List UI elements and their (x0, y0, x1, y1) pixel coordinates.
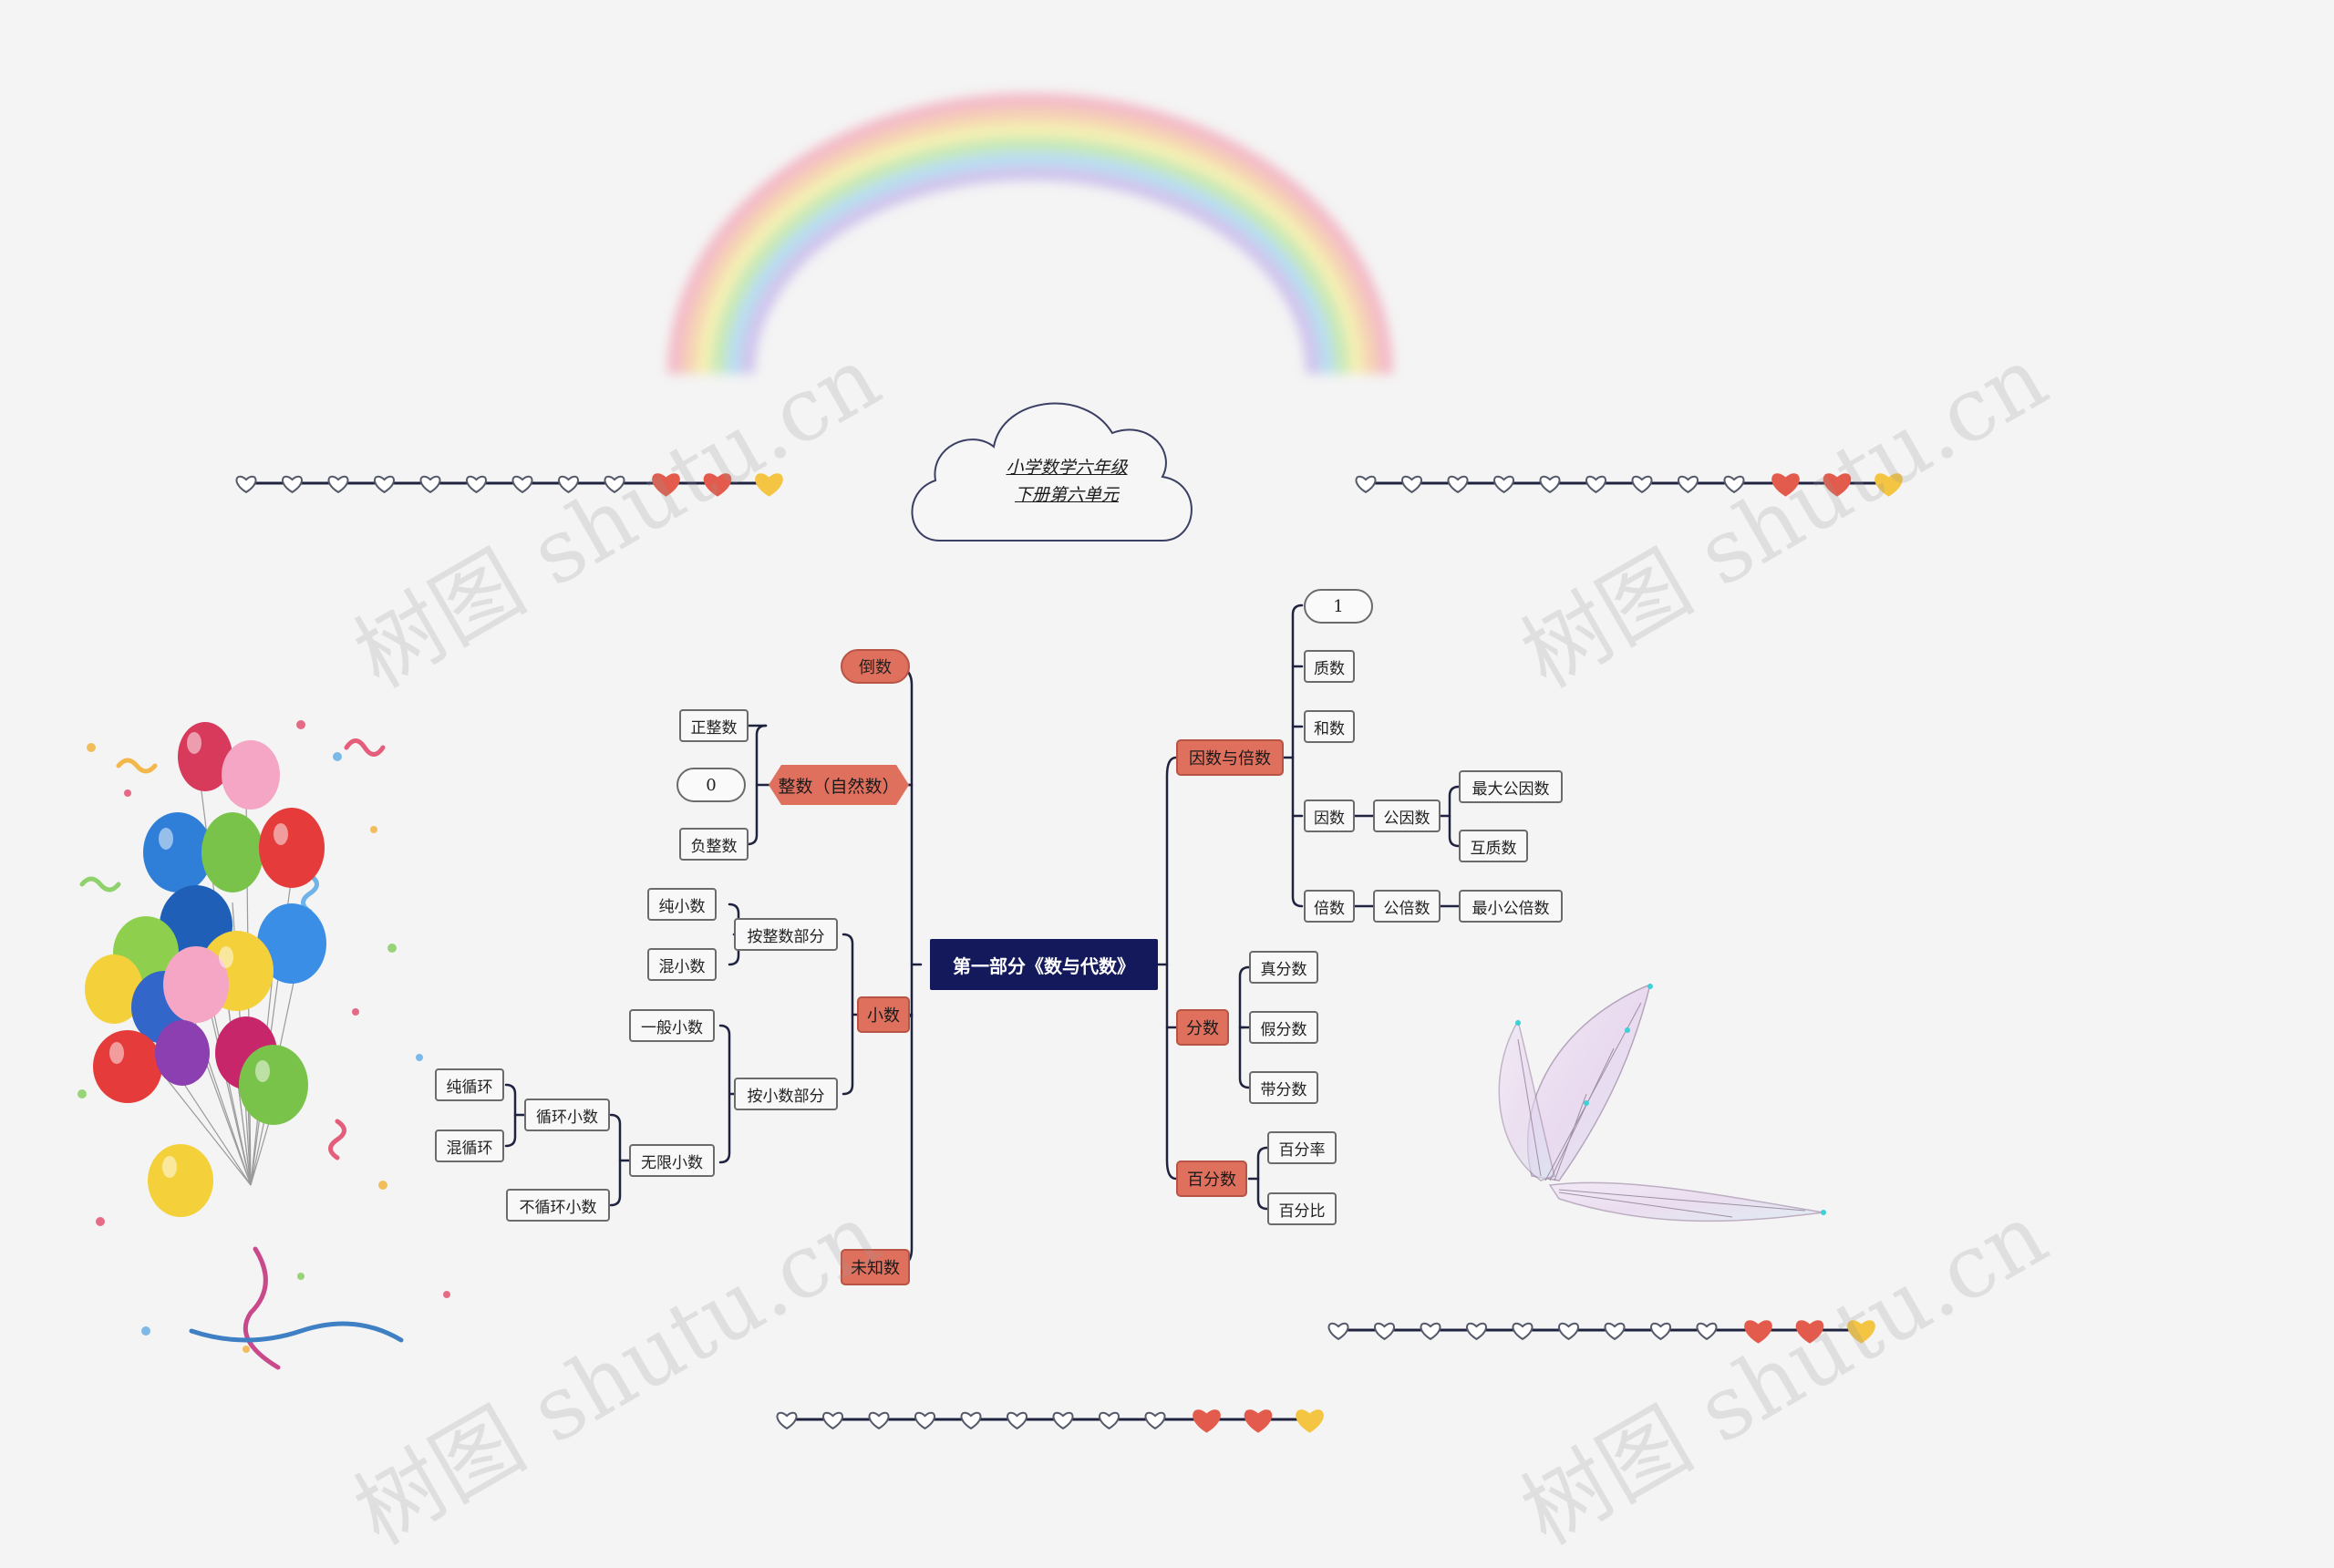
heart-icon (511, 475, 533, 494)
heart-icon (1420, 1322, 1441, 1341)
topic-yiban-xiaoshu[interactable]: 一般小数 (629, 1009, 715, 1042)
heart-icon (558, 475, 579, 494)
topic-zhengshu[interactable]: 整数（自然数） (769, 765, 909, 805)
heart-chain-icon (235, 473, 783, 497)
heart-icon (1447, 475, 1469, 494)
topic-zuida-gongyinshu[interactable]: 最大公因数 (1459, 770, 1563, 803)
central-topic[interactable]: 第一部分《数与代数》 (930, 939, 1158, 990)
heart-icon (235, 475, 257, 494)
heart-icon (1771, 473, 1800, 497)
heart-icon (914, 1411, 935, 1430)
topic-chun-xiaoshu[interactable]: 纯小数 (647, 888, 717, 921)
connector-lines (504, 603, 1461, 1269)
heart-icon (703, 473, 732, 497)
heart-icon (1374, 1322, 1395, 1341)
topic-gong-beishu[interactable]: 公倍数 (1373, 890, 1441, 923)
heart-icon (1604, 1322, 1626, 1341)
heart-icon (1678, 475, 1699, 494)
heart-icon (1244, 1409, 1273, 1433)
topic-xunhuan-xiaoshu[interactable]: 循环小数 (524, 1099, 610, 1131)
topic-zhen-fenshu[interactable]: 真分数 (1249, 951, 1318, 984)
topic-hun-xunhuan[interactable]: 混循环 (435, 1130, 504, 1162)
topic-zuixiao-gongbeishu[interactable]: 最小公倍数 (1459, 890, 1563, 923)
topic-baifenshu[interactable]: 百分数 (1176, 1161, 1247, 1197)
heart-icon (776, 1411, 798, 1430)
heart-icon (1847, 1320, 1875, 1344)
topic-zhengzhengshu[interactable]: 正整数 (679, 709, 749, 742)
heart-icon (1512, 1322, 1534, 1341)
topic-wuxian-xiaoshu[interactable]: 无限小数 (629, 1144, 715, 1177)
topic-baifenlv[interactable]: 百分率 (1267, 1131, 1337, 1164)
heart-icon (1723, 475, 1745, 494)
topic-bu-xunhuan-xiaoshu[interactable]: 不循环小数 (506, 1189, 610, 1222)
heart-icon (466, 475, 487, 494)
balloons-icon (77, 720, 450, 1370)
topic-gong-yinshu[interactable]: 公因数 (1373, 799, 1441, 832)
map-title: 小学数学六年级 下册第六单元 (948, 454, 1185, 509)
topic-fuzhengshu[interactable]: 负整数 (679, 828, 749, 861)
topic-dai-fenshu[interactable]: 带分数 (1249, 1071, 1318, 1104)
topic-an-xiaoshu-bufen[interactable]: 按小数部分 (734, 1078, 838, 1110)
heart-icon (1493, 475, 1514, 494)
topic-yinshu[interactable]: 因数 (1304, 799, 1355, 832)
topic-huzhishu[interactable]: 互质数 (1459, 830, 1528, 862)
heart-icon (1355, 475, 1377, 494)
topic-beishu[interactable]: 倍数 (1304, 890, 1355, 923)
heart-icon (755, 473, 783, 497)
heart-chain-icon (776, 1409, 1324, 1433)
heart-icon (822, 1411, 843, 1430)
topic-an-zhengshu-bufen[interactable]: 按整数部分 (734, 918, 838, 951)
heart-icon (1007, 1411, 1028, 1430)
heart-icon (1052, 1411, 1074, 1430)
heart-icon (282, 475, 303, 494)
heart-icon (604, 475, 625, 494)
mind-map-canvas: 小学数学六年级 下册第六单元 (77, 93, 2063, 1564)
heart-icon (1193, 1409, 1221, 1433)
title-line-1: 小学数学六年级 (1006, 458, 1128, 478)
heart-icon (868, 1411, 890, 1430)
cloud-icon (911, 402, 1193, 542)
heart-icon (1144, 1411, 1166, 1430)
heart-icon (1795, 1320, 1824, 1344)
topic-weizhishu[interactable]: 未知数 (841, 1249, 910, 1285)
topic-baifenbi[interactable]: 百分比 (1267, 1192, 1337, 1225)
heart-chain-icon (1327, 1320, 1875, 1344)
topic-one[interactable]: 1 (1304, 589, 1373, 624)
heart-icon (374, 475, 395, 494)
heart-icon (1099, 1411, 1120, 1430)
heart-icon (327, 475, 349, 494)
heart-icon (1539, 475, 1561, 494)
heart-icon (960, 1411, 982, 1430)
topic-chun-xunhuan[interactable]: 纯循环 (435, 1068, 504, 1101)
topic-yinshu-yu-beishu[interactable]: 因数与倍数 (1176, 739, 1284, 776)
heart-icon (1585, 475, 1606, 494)
heart-icon (1696, 1322, 1718, 1341)
heart-icon (1558, 1322, 1579, 1341)
topic-zero[interactable]: 0 (676, 768, 746, 802)
heart-icon (419, 475, 441, 494)
topic-jia-fenshu[interactable]: 假分数 (1249, 1011, 1318, 1044)
heart-icon (1327, 1322, 1349, 1341)
rainbow-icon (667, 93, 1393, 375)
title-line-2: 下册第六单元 (1014, 485, 1119, 505)
wing-icon (1498, 983, 1826, 1222)
topic-daoshu[interactable]: 倒数 (841, 649, 910, 684)
topic-hun-xiaoshu[interactable]: 混小数 (647, 948, 717, 981)
topic-fenshu[interactable]: 分数 (1176, 1009, 1229, 1046)
heart-chain-icon (1355, 473, 1903, 497)
heart-icon (652, 473, 680, 497)
heart-icon (1466, 1322, 1487, 1341)
heart-icon (1631, 475, 1653, 494)
heart-icon (1650, 1322, 1671, 1341)
heart-icon (1401, 475, 1422, 494)
topic-heshu[interactable]: 和数 (1304, 710, 1355, 743)
heart-icon (1823, 473, 1852, 497)
topic-zhishu[interactable]: 质数 (1304, 650, 1355, 683)
topic-xiaoshu[interactable]: 小数 (857, 996, 910, 1033)
heart-icon (1874, 473, 1903, 497)
heart-icon (1744, 1320, 1772, 1344)
heart-icon (1296, 1409, 1324, 1433)
